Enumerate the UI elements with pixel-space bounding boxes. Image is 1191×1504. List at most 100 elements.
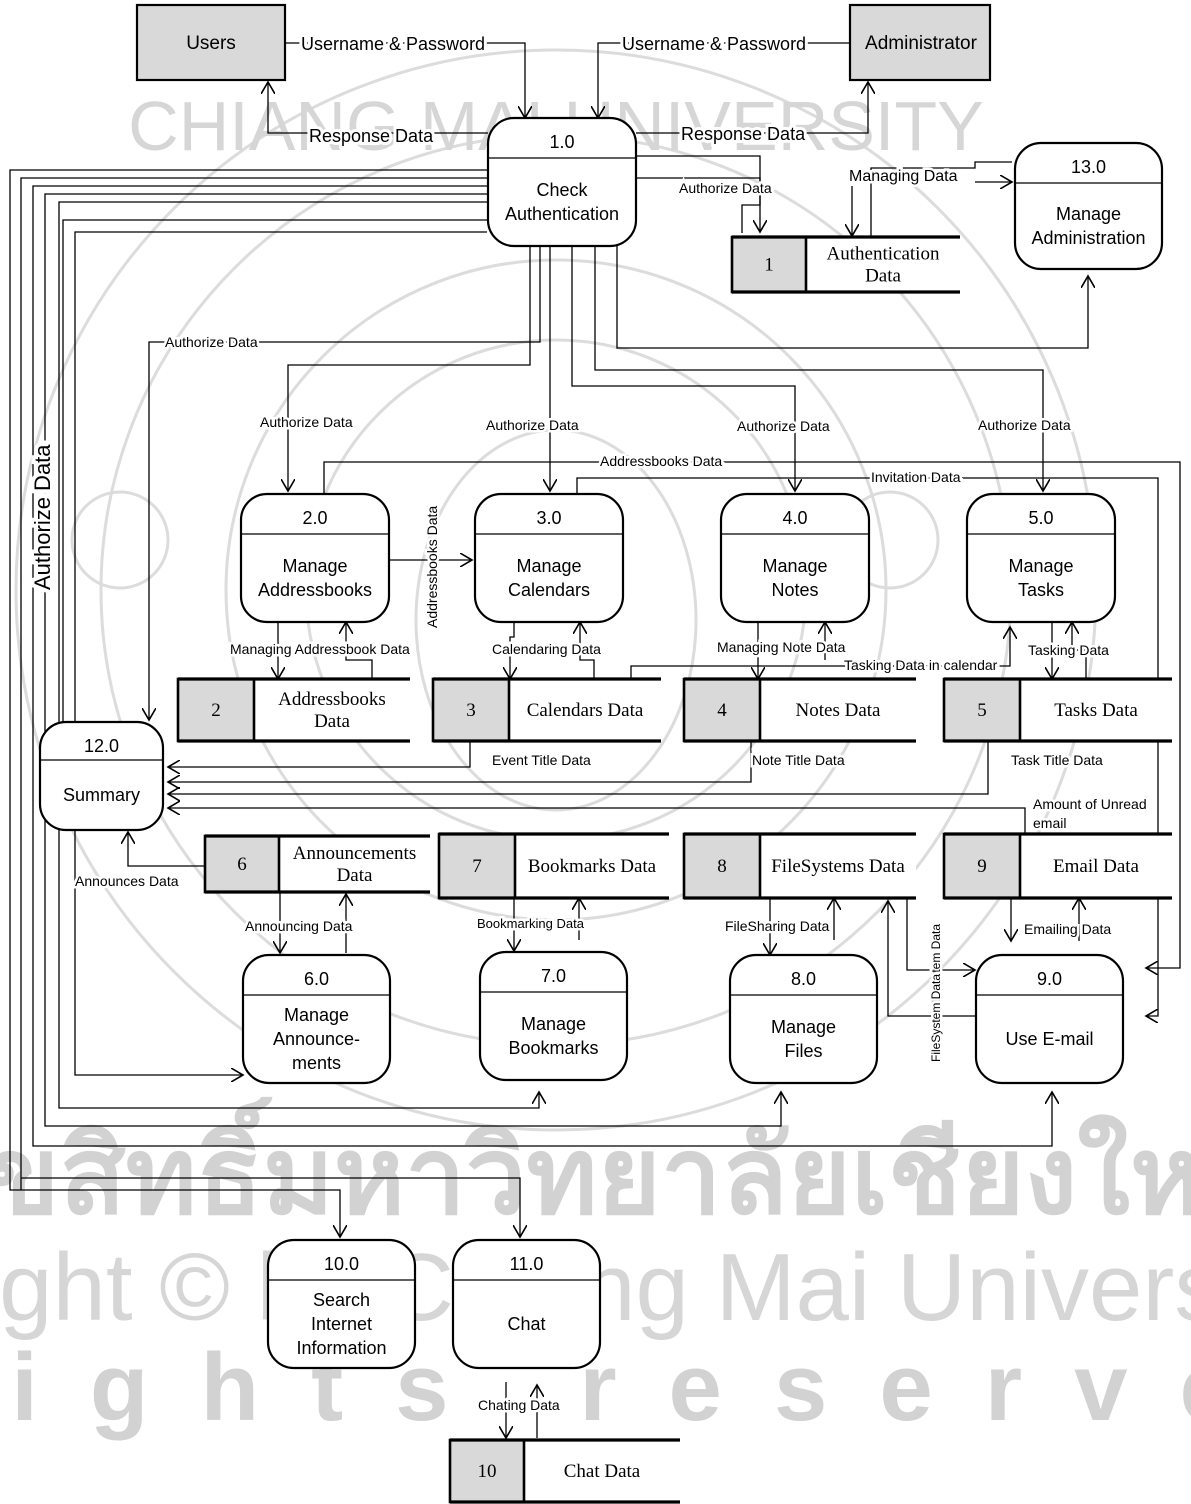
flow-label-task-title: Task Title Data xyxy=(1011,752,1103,768)
process-id: 4.0 xyxy=(782,508,807,528)
flow-label-managing-addressbook: Managing Addressbook Data xyxy=(230,641,410,657)
data-store-number: 8 xyxy=(717,856,727,877)
flow-label-chating: Chating Data xyxy=(478,1397,560,1413)
process-label: Manage xyxy=(1008,556,1073,576)
process-label: Bookmarks xyxy=(508,1038,598,1058)
process-label: Administration xyxy=(1031,228,1145,248)
process-label: Authentication xyxy=(505,204,619,224)
flow-label-auth-p2: Authorize Data xyxy=(260,414,353,430)
data-store-label: Authentication xyxy=(827,244,940,265)
process-label: Calendars xyxy=(508,580,590,600)
process-label: Information xyxy=(296,1338,386,1358)
process-label: Internet xyxy=(311,1314,372,1334)
data-store-number: 9 xyxy=(977,856,987,877)
users-label: Users xyxy=(186,33,236,54)
flow-label-response-users: Response Data xyxy=(309,126,434,146)
flow-lines xyxy=(9,42,1181,1438)
process-label: Chat xyxy=(507,1314,545,1334)
flow-label-announces: Announces Data xyxy=(75,873,179,889)
process-label: Manage xyxy=(284,1005,349,1025)
process-label: Manage xyxy=(771,1017,836,1037)
flow-labels: Username & Password Username & Password … xyxy=(26,31,1149,1416)
process-label: Files xyxy=(784,1041,822,1061)
flow-label-auth-p4: Authorize Data xyxy=(737,418,830,434)
process-label: ments xyxy=(292,1053,341,1073)
flow-label-unread-line1: Amount of Unread xyxy=(1033,796,1147,812)
data-store-number: 6 xyxy=(237,854,247,875)
data-store-number: 4 xyxy=(717,700,727,721)
process-id: 10.0 xyxy=(324,1254,359,1274)
data-store-label: Data xyxy=(337,865,373,886)
process-id: 11.0 xyxy=(510,1254,544,1274)
process-label: Search xyxy=(313,1290,370,1310)
process-label: Manage xyxy=(516,556,581,576)
process-label: Use E-mail xyxy=(1005,1029,1093,1049)
data-store-number: 1 xyxy=(764,255,774,276)
process-id: 2.0 xyxy=(302,508,327,528)
flow-label-note-title: Note Title Data xyxy=(752,752,845,768)
flow-label-auth-p3: Authorize Data xyxy=(486,417,579,433)
administrator-label: Administrator xyxy=(865,33,978,54)
data-store-8: 8 FileSystems Data xyxy=(682,832,916,900)
process-id: 5.0 xyxy=(1028,508,1053,528)
process-id: 7.0 xyxy=(541,966,566,986)
process-id: 3.0 xyxy=(536,508,561,528)
watermark-line-thai: ลิขสิทธิ์มหาวิทยาลัยเชียงใหม่ xyxy=(0,1096,1191,1236)
process-id: 12.0 xyxy=(84,736,119,756)
process-label: Tasks xyxy=(1018,580,1064,600)
process-id: 6.0 xyxy=(304,969,329,989)
external-users: Users xyxy=(135,3,287,82)
flow-label-announcing: Announcing Data xyxy=(245,918,353,934)
flow-label-tasking-calendar: Tasking Data in calendar xyxy=(844,657,998,673)
data-store-number: 10 xyxy=(478,1461,497,1482)
data-store-label: Announcements xyxy=(293,843,416,864)
flow-label-calendaring: Calendaring Data xyxy=(492,641,601,657)
flow-label-auth-summary: Authorize Data xyxy=(165,334,258,350)
data-store-4: 4 Notes Data xyxy=(682,677,916,743)
flow-label-bookmarking: Bookmarking Data xyxy=(477,916,585,931)
process-label: Manage xyxy=(762,556,827,576)
process-nodes: 1.0CheckAuthentication2.0ManageAddressbo… xyxy=(38,116,1164,1370)
data-store-label: Data xyxy=(314,711,350,732)
flow-label-event-title: Event Title Data xyxy=(492,752,591,768)
data-store-label: FileSystems Data xyxy=(771,856,905,877)
flow-label-managing: Managing Data xyxy=(849,168,958,185)
flow-label-addressbooks-top: Addressbooks Data xyxy=(600,453,722,469)
process-id: 9.0 xyxy=(1037,969,1062,989)
process-label: Notes xyxy=(771,580,818,600)
flow-label-filesystem-bottom: FileSystem Data xyxy=(929,974,943,1062)
flow-label-admin-credentials: Username & Password xyxy=(622,34,806,54)
flow-label-response-admin: Response Data xyxy=(681,124,806,144)
flow-label-filesharing: FileSharing Data xyxy=(725,918,829,934)
data-store-label: Notes Data xyxy=(796,700,882,721)
data-store-number: 7 xyxy=(472,856,482,877)
data-store-10: 10 Chat Data xyxy=(448,1438,680,1504)
data-store-label: Chat Data xyxy=(564,1461,641,1482)
flow-label-auth-d1: Authorize Data xyxy=(679,180,772,196)
process-id: 13.0 xyxy=(1071,157,1106,177)
data-store-label: Email Data xyxy=(1053,856,1140,877)
external-administrator: Administrator xyxy=(848,3,992,82)
process-label: Summary xyxy=(63,785,140,805)
data-store-number: 3 xyxy=(466,700,476,721)
data-store-label: Tasks Data xyxy=(1054,700,1138,721)
flow-label-emailing: Emailing Data xyxy=(1024,921,1111,937)
flow-label-addressbooks-vertical: Addressbooks Data xyxy=(424,506,440,628)
